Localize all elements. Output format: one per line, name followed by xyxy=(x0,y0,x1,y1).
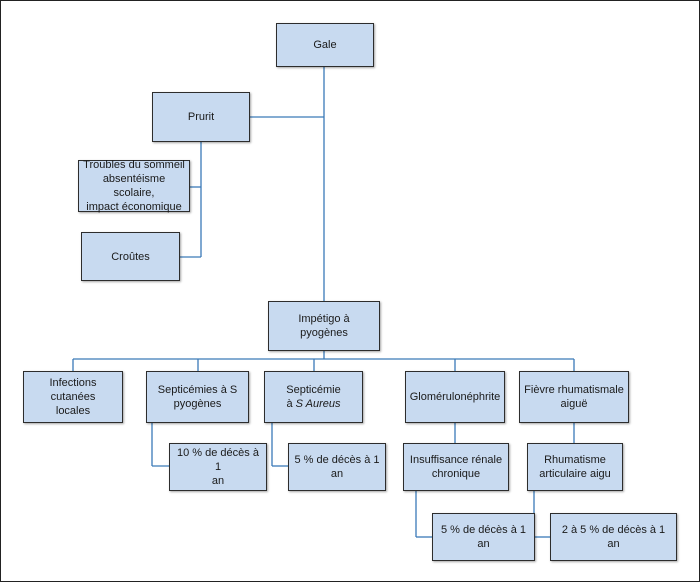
node-deces5a-line1: 5 % de décès à 1 xyxy=(294,454,380,466)
node-rhumatisme-line1: Rhumatisme xyxy=(544,454,606,466)
node-deces-2a5: 2 à 5 % de décès à 1 an xyxy=(550,513,677,561)
node-impetigo-label: Impétigo à pyogènes xyxy=(298,313,350,339)
node-troubles-line1: Troubles du sommeil xyxy=(83,159,185,171)
node-insuffisance: Insuffisance rénale chronique xyxy=(403,443,509,491)
node-septicemie-aureus: Septicémie à S Aureus xyxy=(264,371,363,423)
node-glomerulonephrite: Glomérulonéphrite xyxy=(405,371,505,423)
node-prurit: Prurit xyxy=(152,92,250,142)
node-deces5a-line2: an xyxy=(330,468,344,480)
node-insuffisance-line1: Insuffisance rénale xyxy=(409,454,503,466)
node-deces10-line2: an xyxy=(211,475,225,487)
node-deces10-line1: 10 % de décès à 1 xyxy=(177,447,259,473)
node-croutes-label: Croûtes xyxy=(111,250,150,263)
node-prurit-label: Prurit xyxy=(187,111,215,123)
node-troubles-line3: impact économique xyxy=(86,201,182,213)
node-infections-line1: Infections cutanées xyxy=(49,377,97,403)
node-infections: Infections cutanées locales xyxy=(23,371,123,423)
node-troubles: Troubles du sommeil absentéisme scolaire… xyxy=(78,159,190,213)
node-septicemies: Septicémies à S pyogènes xyxy=(146,371,249,423)
node-deces-5-aureus: 5 % de décès à 1 an xyxy=(288,443,386,491)
node-croutes: Croûtes xyxy=(81,232,180,281)
node-deces-10: 10 % de décès à 1 an xyxy=(169,443,267,491)
node-insuffisance-line2: chronique xyxy=(431,468,481,480)
node-glomerulo-label: Glomérulonéphrite xyxy=(409,391,501,403)
node-fievre: Fièvre rhumatismale aiguë xyxy=(519,371,629,423)
node-impetigo: Impétigo à pyogènes xyxy=(268,301,380,351)
node-septicemie-line2b: S Aureus xyxy=(295,398,341,410)
node-troubles-line2: absentéisme scolaire, xyxy=(102,173,166,199)
node-deces5b-label: 5 % de décès à 1 an xyxy=(440,524,526,550)
node-rhumatisme: Rhumatisme articulaire aigu xyxy=(527,443,623,491)
node-gale: Gale xyxy=(276,23,374,67)
node-gale-label: Gale xyxy=(313,39,337,51)
node-septicemies-line2: pyogènes xyxy=(173,398,222,410)
node-septicemie-line2a: à xyxy=(286,398,296,410)
node-deces-5-renal: 5 % de décès à 1 an xyxy=(432,513,535,561)
node-infections-line2: locales xyxy=(55,405,91,417)
node-septicemie-line1: Septicémie xyxy=(286,384,341,396)
node-fievre-line2: aiguë xyxy=(560,398,588,410)
node-deces2a5-label: 2 à 5 % de décès à 1 an xyxy=(561,524,666,550)
node-rhumatisme-line2: articulaire aigu xyxy=(539,468,611,480)
node-fievre-line1: Fièvre rhumatismale xyxy=(524,384,624,396)
node-septicemies-line1: Septicémies à S xyxy=(157,384,238,396)
